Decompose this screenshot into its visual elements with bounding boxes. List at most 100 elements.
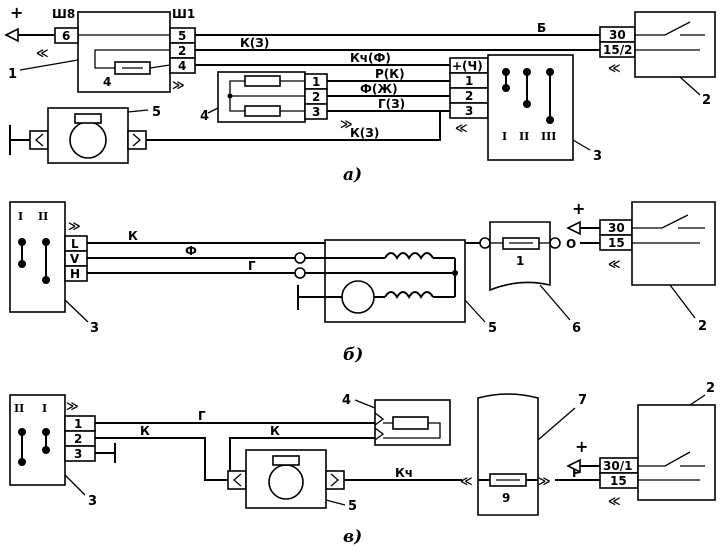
- callout-switch-v: 3: [88, 494, 97, 509]
- switch-position-iii: III: [541, 130, 556, 143]
- relay-pin-5-label: 5: [178, 29, 186, 43]
- caption-v: в): [343, 527, 362, 547]
- ignition-switch-a: 30 15/2 ≪ 2: [599, 11, 716, 108]
- resistor-pin-3-label: 3: [312, 105, 320, 119]
- callout-line-relay: [19, 59, 79, 71]
- motor-brush-icon: [74, 113, 102, 124]
- callout-motor-a: 5: [152, 105, 161, 120]
- switch-pin-1-label: 1: [465, 74, 473, 88]
- callout-switch-a: 3: [593, 149, 602, 164]
- connector-chevron-icon: ≫: [172, 78, 185, 92]
- wire-kch-f-label: Кч(Ф): [350, 51, 391, 65]
- wire-f-zh-label: Ф(Ж): [360, 82, 398, 96]
- junction-dot-icon: [227, 93, 233, 99]
- relay-housing: [77, 11, 171, 93]
- terminal-circle-icon: [549, 237, 561, 249]
- ignition-housing-a: [634, 11, 716, 78]
- wire-k-top-v-label: К: [270, 424, 280, 438]
- callout-line-ignition: [669, 284, 696, 319]
- motor-housing-b: [324, 239, 466, 323]
- plus-sign-v: +: [575, 437, 588, 456]
- switch-housing-v: [9, 394, 66, 486]
- callout-line-motor: [127, 109, 149, 113]
- callout-ignition-b: 2: [698, 319, 707, 334]
- switch-pin-h-label: H: [70, 267, 80, 281]
- callout-switch-b: 3: [90, 321, 99, 336]
- switch-pin-2-label: 2: [465, 89, 473, 103]
- callout-line-ignition: [679, 76, 701, 96]
- motor-plug-left-icon: [29, 130, 49, 150]
- callout-line-switch: [64, 474, 86, 496]
- wire-k-b-label: К: [128, 229, 138, 243]
- switch-pin-1-label: 1: [74, 417, 82, 431]
- motor-v: Кч ≪ 5: [227, 449, 473, 514]
- callout-line-resistors: [207, 107, 219, 114]
- callout-resistors: 4: [200, 109, 209, 124]
- connector-chevron-icon: ≫: [340, 117, 353, 131]
- fuse-num-v: 9: [502, 491, 510, 505]
- terminal-circle-icon: [294, 252, 306, 264]
- motor-brush-icon: [272, 455, 300, 466]
- connector-chevron-icon: ≪: [455, 121, 468, 135]
- relay-internal-wire: [94, 49, 170, 69]
- motor-icon: [69, 121, 107, 159]
- switch-pin-3-label: 3: [74, 447, 82, 461]
- ignition-pin-15-label: 15: [610, 474, 627, 488]
- connector-chevron-icon: ≫: [66, 399, 79, 413]
- ignition-switch-b: + 30 15 ≪ 2: [566, 199, 716, 334]
- wire-kch-v-label: Кч: [395, 466, 413, 480]
- resistor-v: 4: [342, 393, 451, 446]
- callout-line-fuse: [539, 284, 571, 321]
- plus-sign-b: +: [572, 199, 585, 218]
- wire-k-left-v: [95, 437, 228, 481]
- resistor-wire: [383, 422, 441, 439]
- wire-k-left-v-label: К: [140, 424, 150, 438]
- connector-left-label: Ш8: [52, 7, 75, 21]
- plug-chevron-icon: [374, 427, 385, 441]
- switch-position-i: I: [42, 402, 47, 415]
- plus-sign-a: +: [10, 3, 23, 22]
- caption-a: а): [343, 165, 362, 185]
- callout-line-ignition: [689, 394, 706, 406]
- motor-winding-icon: [384, 252, 434, 260]
- connector-chevron-icon: ≪: [608, 61, 621, 75]
- resistor-1-icon: [244, 75, 281, 87]
- callout-ignition-v: 2: [706, 381, 715, 396]
- relay-pin-4-label: 4: [178, 59, 186, 73]
- power-terminal-icon: [4, 27, 19, 43]
- wire-k-top-v: [229, 437, 375, 480]
- connector-chevron-icon: ≪: [36, 46, 49, 60]
- switch-pin-plus-label: +(Ч): [452, 59, 483, 73]
- fuse-box-v: 9 ≫ Р 7: [477, 393, 600, 516]
- wire-g-v-label: Г: [198, 409, 206, 423]
- callout-ignition-a: 2: [702, 93, 711, 108]
- motor-a: К(З) 5: [9, 105, 450, 164]
- motor-b: 5: [297, 239, 497, 336]
- switch-position-ii: II: [519, 130, 529, 143]
- fuse-right-mark: О: [566, 237, 576, 251]
- callout-fuse-b: 6: [572, 321, 581, 336]
- motor-plug-right-icon: [330, 473, 339, 487]
- switch-position-ii: II: [38, 210, 48, 223]
- motor-icon: [268, 464, 304, 500]
- resistor-block: 1 2 3 4: [200, 71, 328, 124]
- wire-g-z-label: Г(З): [378, 97, 405, 111]
- motor-winding-icon: [384, 291, 434, 299]
- power-terminal-icon: [566, 220, 581, 236]
- ignition-switch-v: + 30/1 15 ≪ 2: [566, 381, 716, 508]
- ignition-contact-icon: [638, 451, 691, 467]
- ignition-housing-v: [637, 404, 716, 501]
- motor-plug-left-icon: [227, 470, 247, 490]
- ignition-pin-15-label: 15: [608, 236, 625, 250]
- wire-f-b-label: Ф: [185, 244, 197, 258]
- heater-switch-a: +(Ч) 1 2 3 I II III ≪ 3: [449, 54, 602, 164]
- callout-line-switch: [572, 139, 591, 151]
- connector-right-label: Ш1: [172, 7, 195, 21]
- fuse-box-b: 1 О 6: [489, 221, 600, 336]
- diagram-a: + Ш8 Ш1 6 5 2 4 4 ≪ ≫ 1: [4, 3, 716, 185]
- ignition-pin-30-label: 30: [608, 221, 625, 235]
- heater-switch-v: II I 1 2 3 ≫ 3: [9, 394, 116, 509]
- callout-resistor-v: 4: [342, 393, 351, 408]
- heater-switch-b: I II L V H ≫ 3: [9, 201, 99, 336]
- wire-r-v-label: Р: [572, 466, 581, 480]
